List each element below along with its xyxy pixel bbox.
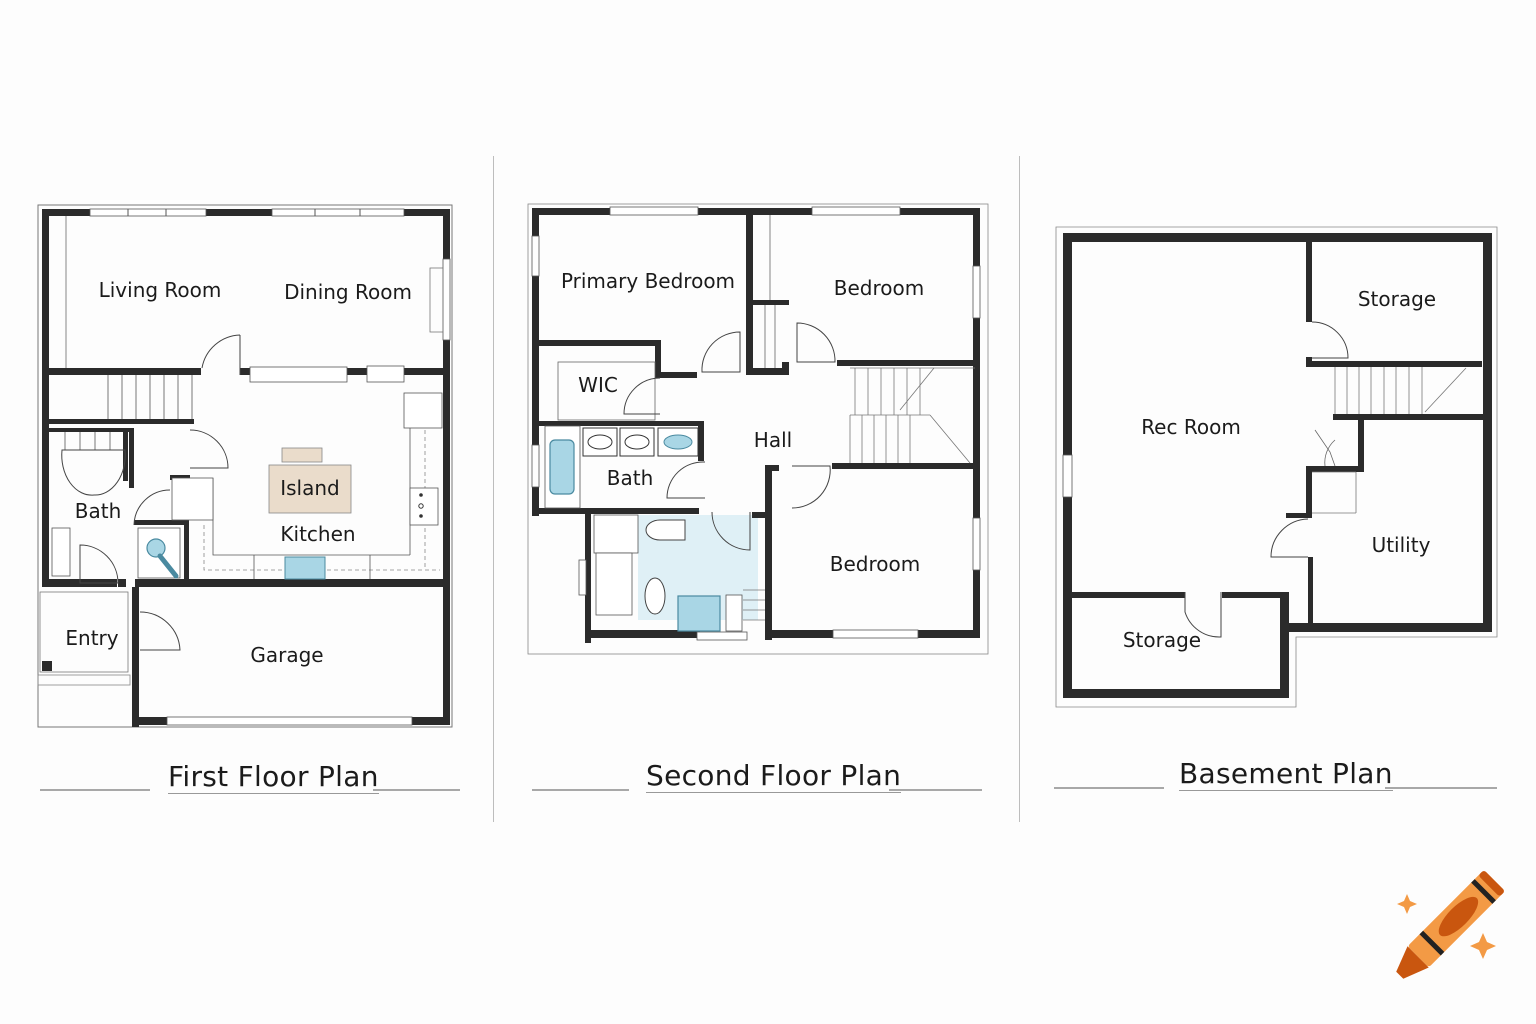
title-rule-left-2 — [532, 789, 629, 791]
title-rule-right-2 — [889, 789, 982, 791]
room-label-garage: Garage — [250, 643, 323, 667]
room-label-living-room: Living Room — [99, 278, 222, 302]
room-label-storage-upper: Storage — [1358, 287, 1436, 311]
room-label-storage-lower: Storage — [1123, 628, 1201, 652]
room-label-dining-room: Dining Room — [284, 280, 412, 304]
title-rule-right-1 — [373, 789, 460, 791]
room-label-utility: Utility — [1372, 533, 1431, 557]
crayon-sparkle-icon — [1396, 871, 1504, 979]
room-label-kitchen: Kitchen — [280, 522, 355, 546]
first-floor-plan: Island Living Room Dining Room Kitchen B… — [37, 204, 453, 728]
room-label-entry: Entry — [65, 626, 118, 650]
room-label-bath: Bath — [607, 466, 654, 490]
plan-title-second-floor: Second Floor Plan — [646, 759, 902, 793]
plan-title-first-floor: First Floor Plan — [168, 760, 379, 794]
title-rule-left-1 — [40, 789, 150, 791]
plan-title-basement: Basement Plan — [1179, 757, 1393, 791]
room-label-rec-room: Rec Room — [1141, 415, 1241, 439]
title-rule-right-3 — [1385, 787, 1497, 789]
room-label-bedroom-2: Bedroom — [830, 552, 920, 576]
second-floor-plan: Primary Bedroom Bedroom WIC Hall Bath Be… — [527, 203, 989, 655]
room-label-hall: Hall — [754, 428, 792, 452]
panel-divider-1 — [493, 156, 494, 822]
basement-plan: Storage Rec Room Utility Storage — [1055, 226, 1498, 708]
room-label-wic: WIC — [578, 373, 618, 397]
panel-divider-2 — [1019, 156, 1020, 822]
room-label-island: Island — [280, 476, 340, 500]
room-label-bath: Bath — [75, 499, 122, 523]
room-label-primary-bedroom: Primary Bedroom — [561, 269, 735, 293]
title-rule-left-3 — [1054, 787, 1164, 789]
room-label-bedroom-1: Bedroom — [834, 276, 924, 300]
